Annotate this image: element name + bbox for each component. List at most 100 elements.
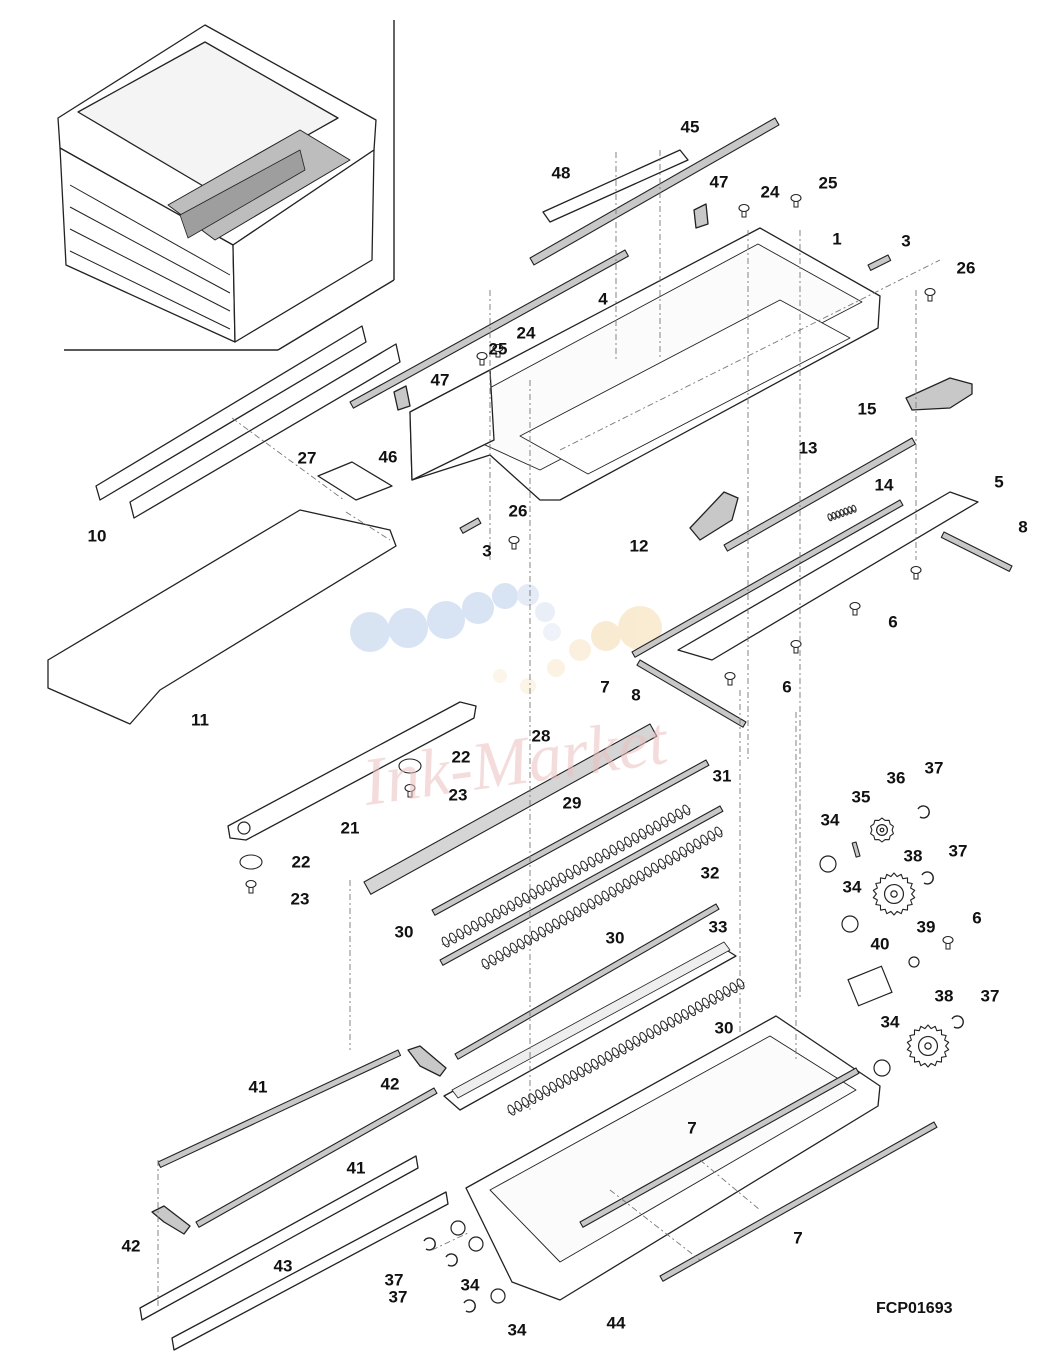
callout-number: 25: [488, 339, 508, 359]
screw-head: [738, 203, 750, 213]
spring-coil: [594, 894, 603, 906]
part-7-rail: [631, 499, 904, 658]
callout-number: 37: [384, 1270, 404, 1290]
spring-coil: [573, 906, 582, 918]
spring-coil: [657, 858, 667, 870]
part-37-e-ring: [951, 1015, 964, 1029]
part-38-gear: [872, 872, 916, 916]
part-25-screw: [492, 343, 504, 358]
spring-coil: [639, 1032, 648, 1043]
callout-number: 38: [903, 846, 923, 866]
spring-coil: [667, 1016, 676, 1028]
spring-coil: [587, 856, 596, 868]
callout-number: 41: [346, 1158, 366, 1178]
spring-coil: [622, 878, 631, 890]
screw-head: [942, 935, 954, 945]
callout-number: 12: [629, 536, 649, 556]
spring-coil: [708, 993, 717, 1005]
screw-head: [492, 343, 504, 353]
callout-number: 32: [700, 863, 720, 883]
part-1-frame-end: [409, 369, 495, 481]
spring-coil: [542, 1085, 551, 1097]
part-34-bushing: [841, 915, 859, 933]
callout-number: 28: [531, 726, 551, 746]
callout-number: 29: [562, 793, 582, 813]
spring-coil: [602, 848, 611, 860]
part-47-pad-upper: [693, 203, 709, 229]
drawing-code: FCP01693: [876, 1300, 953, 1317]
spring-coil: [507, 900, 516, 912]
alignment-line: [559, 259, 941, 451]
part-10-glass: [95, 325, 367, 501]
part-32-bracket: [454, 903, 720, 1060]
main-assembly-lines: [47, 117, 1013, 1351]
spring-coil: [556, 1077, 565, 1089]
spring-coil: [488, 954, 497, 966]
part-37-e-ring: [463, 1299, 476, 1313]
spring-coil: [629, 874, 638, 886]
spring-coil: [707, 830, 716, 842]
spring-coil: [529, 888, 538, 900]
part-37-e-ring: [917, 805, 930, 819]
spring-coil: [552, 918, 561, 930]
part-12-lever: [689, 491, 739, 541]
callout-number: 45: [680, 117, 700, 137]
spring-coil: [448, 932, 457, 944]
spring-coil: [680, 1009, 690, 1020]
spring-coil: [543, 880, 552, 892]
spring-coil: [608, 886, 617, 898]
part-8-rod: [636, 659, 747, 728]
spring-coil: [583, 1062, 592, 1074]
spring-coil: [492, 908, 501, 920]
spring-coil: [686, 842, 695, 854]
copier-side: [232, 149, 375, 343]
spring-coil: [499, 904, 509, 916]
part-21-hole: [237, 821, 251, 835]
callout-number: 30: [394, 922, 414, 942]
part-42-clip: [407, 1045, 447, 1077]
part-7-rail: [659, 1121, 938, 1282]
spring-coil: [470, 920, 479, 932]
callout-number: 39: [916, 917, 936, 937]
callout-number: 6: [972, 908, 982, 928]
scanner-shading: [179, 149, 306, 239]
spring-coil: [590, 1058, 599, 1070]
part-1-frame-window: [519, 299, 851, 475]
alignment-line: [699, 1159, 761, 1211]
part-27-plate: [129, 343, 401, 519]
callout-number: 34: [842, 877, 862, 897]
inset-frame-diagonal: [277, 279, 395, 351]
spring-coil: [632, 1035, 641, 1047]
part-34-bushing: [873, 1059, 891, 1077]
callout-number: 23: [290, 889, 310, 909]
spring-coil: [502, 946, 511, 958]
callout-number: 26: [508, 501, 528, 521]
callout-number: 42: [121, 1236, 141, 1256]
spring-coil: [645, 824, 654, 836]
part-37-e-ring: [445, 1253, 458, 1267]
callout-number: 41: [248, 1077, 268, 1097]
callout-number: 37: [980, 986, 1000, 1006]
spring-coil: [623, 836, 633, 848]
part-34-bushing: [490, 1288, 506, 1304]
spring-coil: [551, 876, 560, 888]
spring-coil: [660, 816, 669, 828]
part-45-rail: [529, 117, 780, 266]
callout-number: 36: [886, 768, 906, 788]
spring-coil: [687, 1005, 696, 1017]
spring-coil: [722, 986, 731, 997]
part-14-spring: [827, 504, 857, 522]
screw-head: [404, 783, 416, 793]
part-6-screw: [849, 601, 861, 616]
spring-coil: [535, 1089, 544, 1101]
screw-head: [790, 639, 802, 649]
part-35-pin: [851, 841, 861, 858]
callout-number: 34: [507, 1320, 527, 1340]
screw-head: [724, 671, 736, 681]
screw-head: [790, 193, 802, 203]
spring-coil: [456, 928, 465, 940]
spring-coil: [736, 978, 745, 990]
callout-number: 24: [760, 182, 780, 202]
spring-coil: [562, 1074, 572, 1085]
